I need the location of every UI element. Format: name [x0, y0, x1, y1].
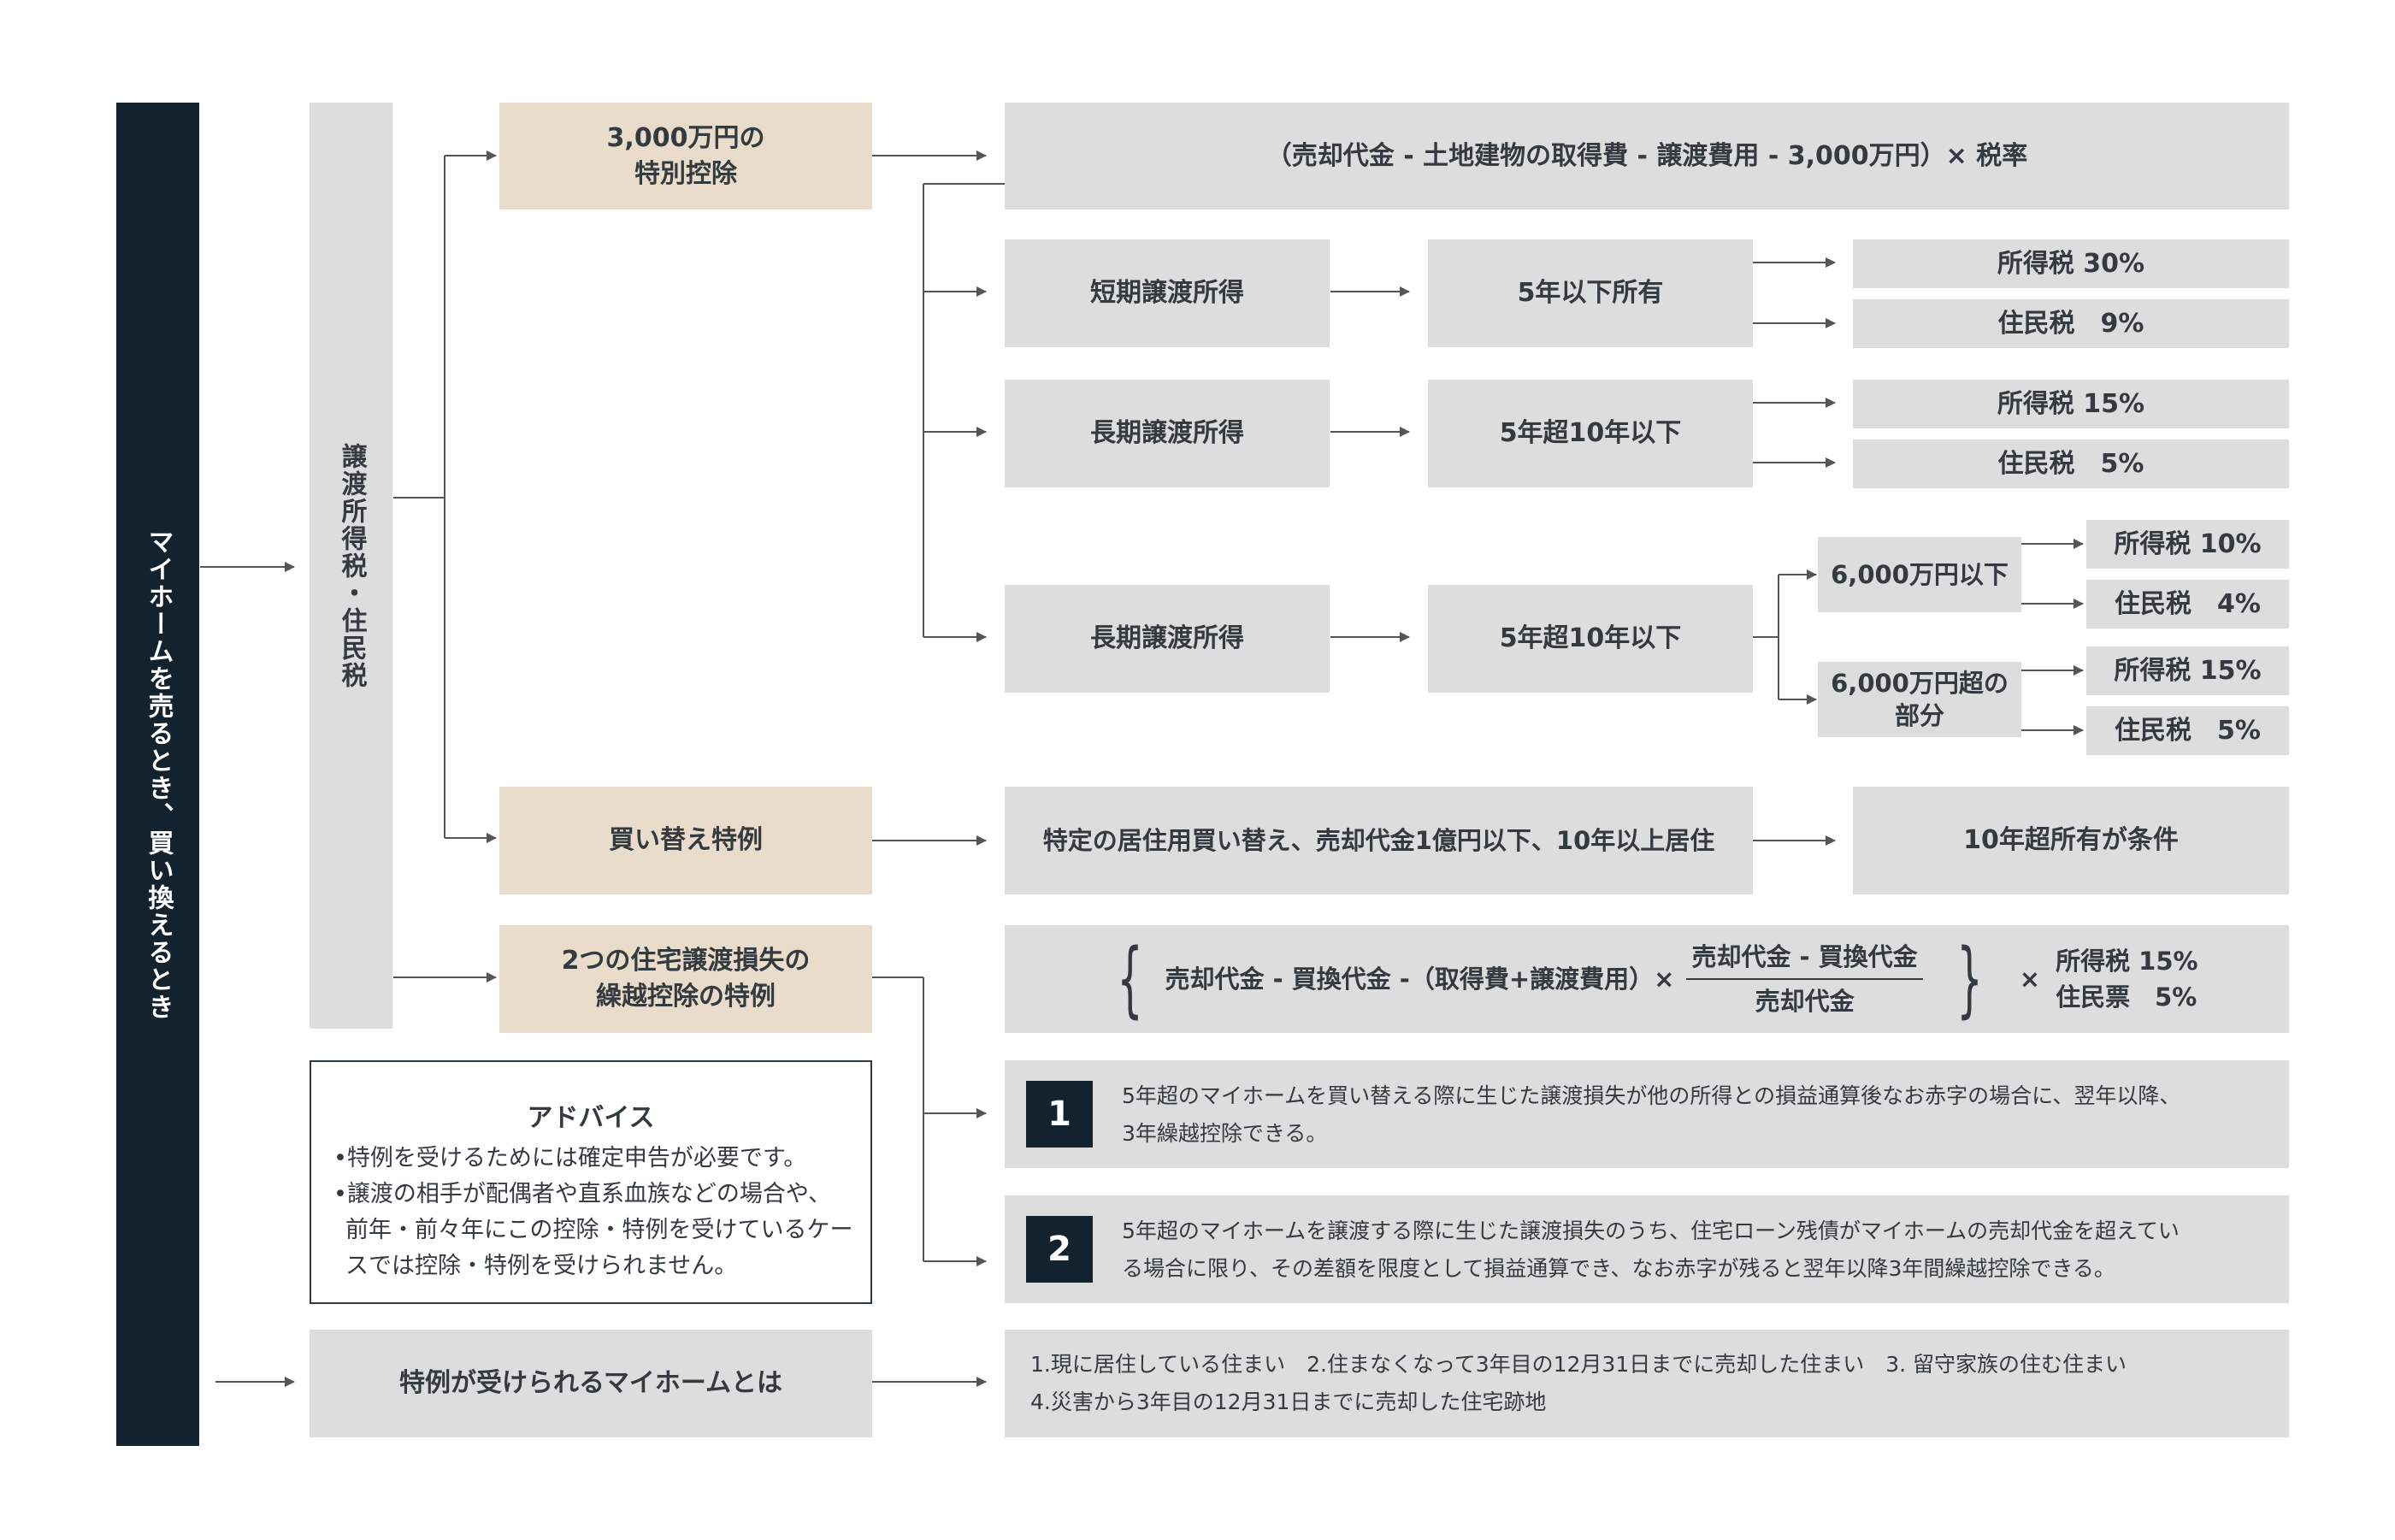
over-6000-resident-tax-box: 住民税 5%	[2086, 706, 2289, 755]
under-6000-box: 6,000万円以下	[1818, 537, 2021, 612]
eligible-line1: 1.現に居住している住まい 2.住まなくなって3年目の12月31日までに売却した…	[1030, 1352, 2127, 1377]
eligible-list-text: 1.現に居住している住まい 2.住まなくなって3年目の12月31日までに売却した…	[1030, 1346, 2279, 1421]
over-6000-income-tax-box: 所得税 15%	[2086, 646, 2289, 695]
formula-fraction: 売却代金 - 買換代金 売却代金	[1686, 939, 1923, 1019]
formula-rate2: 住民票 5%	[2056, 982, 2197, 1012]
formula-brace-open: {	[1117, 931, 1144, 1027]
note-1-number-badge: 1	[1026, 1081, 1093, 1148]
advice-item-2-line2: 前年・前々年にこの控除・特例を受けているケー	[345, 1217, 853, 1243]
note-1-line1: 5年超のマイホームを買い替える際に生じた譲渡損失が他の所得との損益通算後なお赤字…	[1122, 1083, 2181, 1108]
long-term-income-tax-box: 所得税 15%	[1853, 380, 2289, 428]
long-term-split-category-box: 長期譲渡所得	[1005, 585, 1330, 693]
eligible-list-box	[1005, 1330, 2289, 1437]
formula-rates: 所得税 15% 住民票 5%	[2056, 943, 2198, 1015]
loss-carryover-special-box: 2つの住宅譲渡損失の 繰越控除の特例	[499, 925, 872, 1033]
short-term-category-box: 短期譲渡所得	[1005, 239, 1330, 347]
long-term-split-period-box: 5年超10年以下	[1428, 585, 1753, 693]
over-6000-line1: 6,000万円超の	[1831, 669, 2009, 698]
under-6000-resident-tax-box: 住民税 4%	[2086, 580, 2289, 628]
advice-title: アドバイス	[527, 1103, 655, 1133]
formula-rate1: 所得税 15%	[2056, 947, 2198, 976]
long-term-category-box: 長期譲渡所得	[1005, 380, 1330, 487]
long-term-period-box: 5年超10年以下	[1428, 380, 1753, 487]
note-2-box	[1005, 1195, 2289, 1303]
special-deduction-3000-box: 3,000万円の 特別控除	[499, 103, 872, 209]
tax-category-box: 譲渡所得税・住民税	[310, 103, 392, 1029]
note-1-line2: 3年繰越控除できる。	[1122, 1121, 1328, 1146]
formula-left: 売却代金 - 買換代金 -（取得費+譲渡費用）×	[1165, 965, 1675, 994]
note-2-number-badge: 2	[1026, 1216, 1093, 1283]
advice-item-2-line1: •譲渡の相手が配偶者や直系血族などの場合や、	[333, 1181, 832, 1207]
advice-box: アドバイス •特例を受けるためには確定申告が必要です。 •譲渡の相手が配偶者や直…	[310, 1060, 872, 1304]
note-2-text: 5年超のマイホームを譲渡する際に生じた譲渡損失のうち、住宅ローン残債がマイホーム…	[1122, 1213, 2285, 1288]
short-term-resident-tax-box: 住民税 9%	[1853, 299, 2289, 348]
advice-item-2-line3: スでは控除・特例を受けられません。	[345, 1253, 738, 1279]
replacement-special-box: 買い替え特例	[499, 787, 872, 894]
loss-carry-line2: 繰越控除の特例	[596, 982, 776, 1012]
special-3000-line2: 特別控除	[634, 158, 737, 189]
over-6000-line2: 部分	[1894, 701, 1944, 730]
note-1-text: 5年超のマイホームを買い替える際に生じた譲渡損失が他の所得との損益通算後なお赤字…	[1122, 1077, 2285, 1153]
formula-3000-box: （売却代金 - 土地建物の取得費 - 譲渡費用 - 3,000万円）× 税率	[1005, 103, 2289, 209]
long-term-resident-tax-box: 住民税 5%	[1853, 440, 2289, 488]
under-6000-income-tax-box: 所得税 10%	[2086, 520, 2289, 569]
eligible-line2: 4.災害から3年目の12月31日までに売却した住宅跡地	[1030, 1390, 1547, 1414]
short-term-income-tax-box: 所得税 30%	[1853, 239, 2289, 288]
note-1-box	[1005, 1060, 2289, 1168]
replacement-condition-box: 特定の居住用買い替え、売却代金1億円以下、10年以上居住	[1005, 787, 1753, 894]
note-2-line2: る場合に限り、その差額を限度として損益通算でき、なお赤字が残ると翌年以降3年間繰…	[1122, 1256, 2115, 1281]
main-topic-box: マイホームを売るとき、買い換えるとき	[116, 103, 199, 1446]
special-3000-line1: 3,000万円の	[606, 122, 765, 153]
advice-item-1: •特例を受けるためには確定申告が必要です。	[333, 1145, 807, 1171]
over-6000-box: 6,000万円超の 部分	[1818, 662, 2021, 737]
note-2-line1: 5年超のマイホームを譲渡する際に生じた譲渡損失のうち、住宅ローン残債がマイホーム…	[1122, 1218, 2180, 1243]
fraction-denominator: 売却代金	[1755, 987, 1855, 1016]
eligible-home-box: 特例が受けられるマイホームとは	[310, 1330, 872, 1437]
short-term-period-box: 5年以下所有	[1428, 239, 1753, 347]
fraction-numerator: 売却代金 - 買換代金	[1686, 939, 1923, 980]
formula-times: ×	[2019, 965, 2041, 994]
formula-brace-close: }	[1956, 931, 1983, 1027]
loss-carry-formula-box: { 売却代金 - 買換代金 -（取得費+譲渡費用）× 売却代金 - 買換代金 売…	[1005, 925, 2289, 1033]
replacement-requirement-box: 10年超所有が条件	[1853, 787, 2289, 894]
loss-carry-line1: 2つの住宅譲渡損失の	[561, 946, 811, 976]
